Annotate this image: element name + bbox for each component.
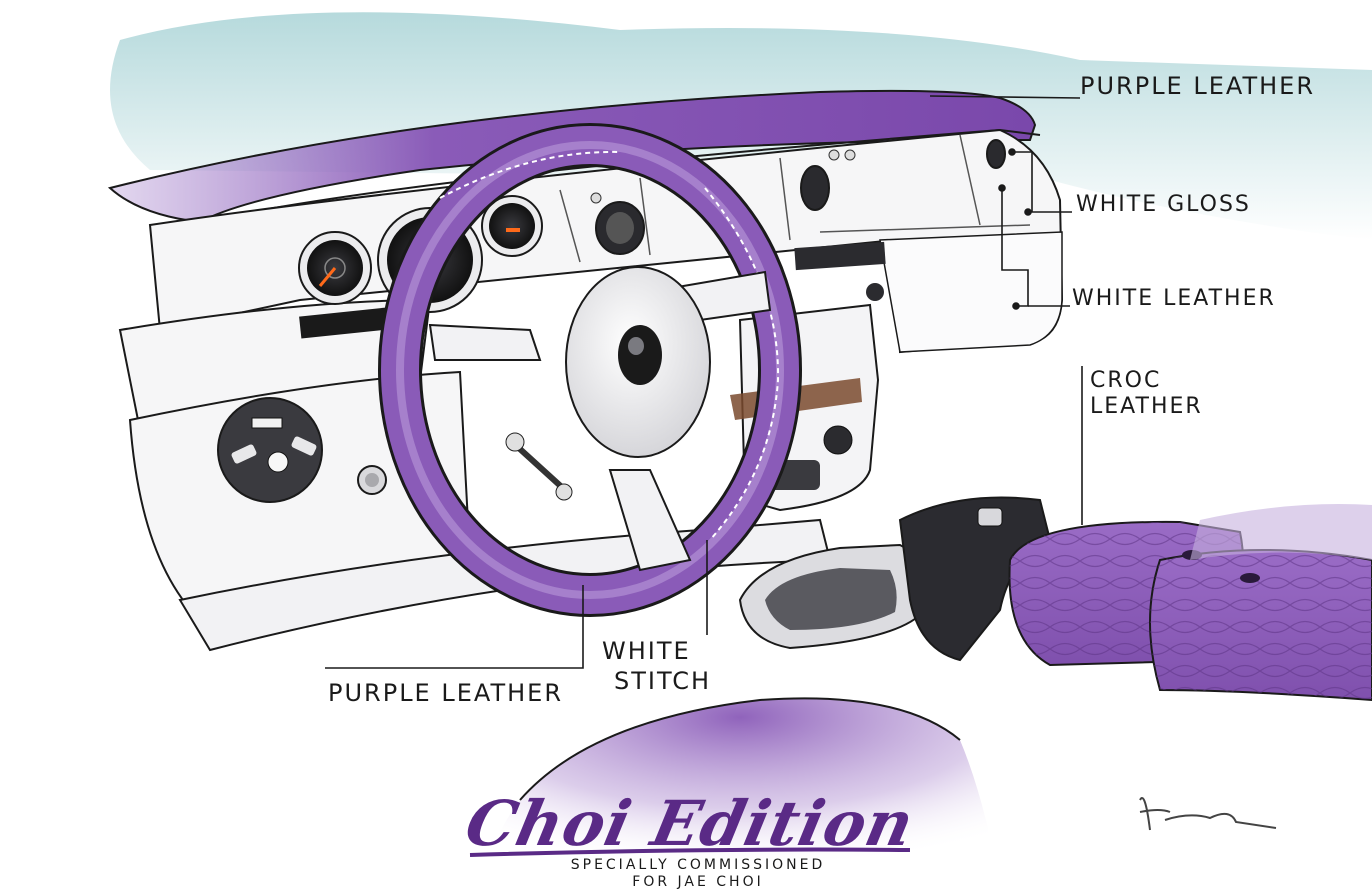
steering-wheel (378, 123, 802, 617)
label-white-stitch-line2: Stitch (614, 667, 712, 695)
edition-logo-subtitle-1: Specially Commissioned (570, 857, 826, 873)
label-white-gloss: White Gloss (1076, 192, 1251, 217)
label-white-stitch: White Stitch (602, 636, 711, 696)
label-white-stitch-line1: White (602, 637, 691, 665)
label-dash-purple-leather: Purple Leather (1080, 72, 1315, 100)
artist-signature (1139, 797, 1277, 831)
dashboard-top-leather (107, 89, 1037, 224)
gauge-right (481, 195, 543, 257)
edition-logo-subtitle-2: For Jae Choi (632, 874, 764, 890)
label-wheel-purple-leather: Purple Leather (328, 679, 563, 707)
seat-cushion (480, 698, 1000, 888)
edition-logo-title: Choi Edition (459, 787, 921, 860)
label-croc-line1: Croc (1090, 368, 1162, 393)
logo-swoosh (469, 847, 911, 857)
label-croc-line2: Leather (1090, 394, 1203, 419)
label-croc-leather: Croc Leather (1090, 368, 1203, 420)
callout-leaders (325, 95, 1083, 669)
gauge-left (298, 231, 372, 305)
air-vents (590, 139, 1006, 255)
glovebox-panel (128, 370, 472, 622)
label-white-leather: White Leather (1072, 286, 1276, 311)
